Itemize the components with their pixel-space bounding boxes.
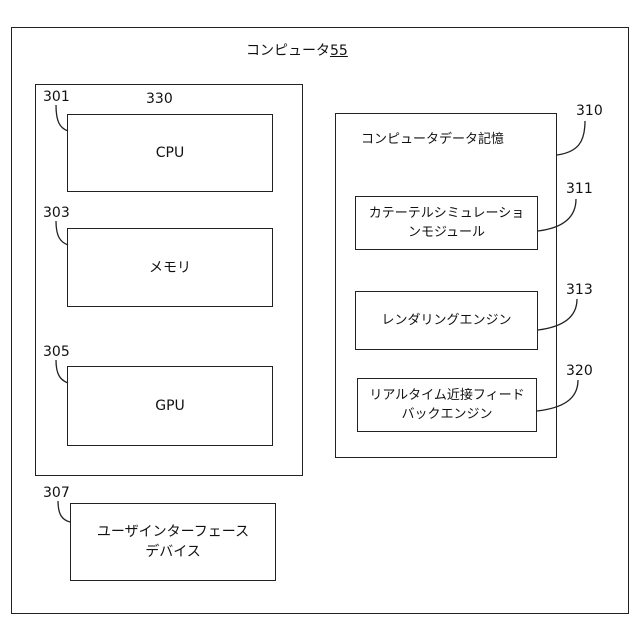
ref-311: 311	[566, 181, 593, 197]
cpu-label: CPU	[156, 143, 184, 163]
user-interface-label-line1: ユーザインターフェース	[97, 522, 249, 542]
memory-box: メモリ	[67, 228, 273, 307]
ref-307: 307	[43, 485, 70, 501]
ref-310: 310	[576, 103, 603, 119]
ref-320: 320	[566, 363, 593, 379]
ref-301: 301	[43, 89, 70, 105]
ref-305: 305	[43, 344, 70, 360]
ref-303: 303	[43, 205, 70, 221]
computer-title-text: コンピュータ	[246, 43, 330, 59]
gpu-label: GPU	[155, 396, 185, 416]
catheter-simulation-label-line1: カテーテルシミュレーショ	[369, 204, 524, 223]
rendering-engine-box: レンダリングエンジン	[355, 291, 538, 350]
catheter-simulation-box: カテーテルシミュレーショ ンモジュール	[355, 196, 538, 250]
gpu-box: GPU	[67, 366, 273, 446]
user-interface-label-line2: デバイス	[145, 542, 201, 562]
feedback-engine-label-line1: リアルタイム近接フィード	[369, 386, 524, 405]
computer-title-number: 55	[330, 43, 348, 59]
catheter-simulation-label-line2: ンモジュール	[408, 223, 485, 242]
feedback-engine-label-line2: バックエンジン	[401, 405, 492, 424]
feedback-engine-box: リアルタイム近接フィード バックエンジン	[357, 378, 537, 432]
ref-330: 330	[146, 91, 173, 107]
data-storage-title: コンピュータデータ記憶	[361, 130, 504, 149]
rendering-engine-label: レンダリングエンジン	[381, 311, 511, 330]
memory-label: メモリ	[149, 258, 191, 278]
cpu-box: CPU	[67, 114, 273, 192]
user-interface-box: ユーザインターフェース デバイス	[70, 503, 276, 581]
computer-title: コンピュータ55	[246, 40, 348, 60]
ref-313: 313	[566, 282, 593, 298]
